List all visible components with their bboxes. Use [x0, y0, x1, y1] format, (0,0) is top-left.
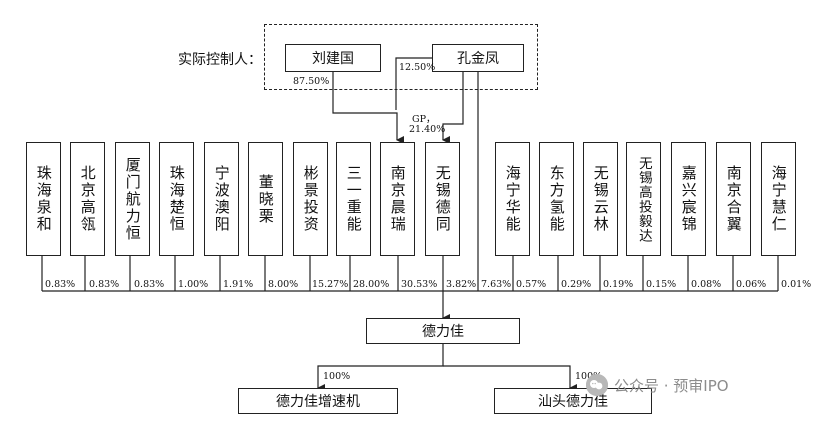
subsidiary-name-1: 德力佳增速机 — [276, 394, 360, 410]
kong-direct-pct: 7.63% — [481, 279, 512, 290]
shareholder-box-10: 无锡德同 — [425, 142, 460, 256]
shareholder-box-15: 嘉兴宸锦 — [671, 142, 706, 256]
shareholder-pct-4: 1.00% — [178, 279, 209, 290]
shareholder-pct-9: 30.53% — [401, 279, 438, 290]
line-kong-to-wuxi — [442, 72, 464, 144]
shareholder-name-13: 无锡云林 — [591, 165, 610, 233]
shareholder-pct-1: 0.83% — [45, 279, 76, 290]
line-liu-to-nanjing — [332, 72, 404, 144]
controller-kong-pct: 12.50% — [399, 62, 436, 73]
line-company-right — [443, 365, 577, 392]
shareholder-name-8: 三一重能 — [344, 165, 363, 233]
shareholder-box-1: 珠海泉和 — [26, 142, 61, 256]
shareholder-pct-15: 0.08% — [691, 279, 722, 290]
shareholder-name-14: 无锡高投毅达 — [635, 155, 652, 243]
shareholder-pct-12: 0.29% — [561, 279, 592, 290]
gp-pct: 21.40% — [409, 124, 446, 135]
shareholder-name-6: 董晓栗 — [256, 173, 275, 225]
subsidiary-box-1: 德力佳增速机 — [238, 388, 398, 414]
shareholder-name-3: 厦门航力恒 — [123, 156, 142, 242]
shareholder-name-16: 南京合翼 — [724, 165, 743, 233]
shareholder-box-4: 珠海楚恒 — [159, 142, 194, 256]
shareholder-box-16: 南京合翼 — [716, 142, 751, 256]
shareholder-name-7: 彬景投资 — [301, 165, 320, 233]
shareholder-drops — [41, 256, 779, 291]
shareholder-name-17: 海宁慧仁 — [769, 165, 788, 233]
shareholder-pct-2: 0.83% — [89, 279, 120, 290]
shareholder-box-7: 彬景投资 — [293, 142, 328, 256]
watermark-text: 公众号 · 预审IPO — [614, 376, 729, 395]
line-kong-to-nanjing — [395, 57, 432, 110]
shareholder-box-6: 董晓栗 — [248, 142, 283, 256]
controller-dashed-box — [264, 24, 538, 90]
watermark: 公众号 · 预审IPO — [586, 374, 729, 396]
shareholder-pct-10: 3.82% — [446, 279, 477, 290]
shareholder-name-15: 嘉兴宸锦 — [679, 165, 698, 233]
shareholder-pct-13: 0.19% — [603, 279, 634, 290]
controller-kong-box: 孔金凤 — [432, 44, 524, 72]
shareholder-box-2: 北京高瓴 — [70, 142, 105, 256]
line-company-split — [317, 344, 444, 392]
wechat-icon — [586, 374, 608, 396]
shareholder-pct-11: 0.57% — [516, 279, 547, 290]
gp-label: GP， — [412, 114, 436, 125]
shareholder-name-9: 南京晨瑞 — [388, 165, 407, 233]
shareholder-name-5: 宁波澳阳 — [212, 165, 231, 233]
controller-label: 实际控制人： — [178, 52, 262, 68]
company-box: 德力佳 — [366, 318, 520, 344]
shareholder-box-3: 厦门航力恒 — [115, 142, 150, 256]
shareholder-pct-16: 0.06% — [736, 279, 767, 290]
shareholder-box-9: 南京晨瑞 — [380, 142, 415, 256]
shareholder-name-10: 无锡德同 — [433, 165, 452, 233]
shareholder-pct-14: 0.15% — [646, 279, 677, 290]
shareholder-name-1: 珠海泉和 — [34, 165, 53, 233]
subsidiary-name-2: 汕头德力佳 — [538, 394, 608, 410]
shareholder-name-11: 海宁华能 — [503, 165, 522, 233]
shareholder-box-8: 三一重能 — [336, 142, 371, 256]
shareholder-pct-7: 15.27% — [312, 279, 349, 290]
shareholder-name-12: 东方氢能 — [547, 165, 566, 233]
subsidiary-pct-1: 100% — [323, 371, 351, 382]
shareholder-name-4: 珠海楚恒 — [167, 165, 186, 233]
shareholder-name-2: 北京高瓴 — [78, 165, 97, 233]
shareholder-pct-6: 8.00% — [268, 279, 299, 290]
shareholder-box-12: 东方氢能 — [539, 142, 574, 256]
shareholder-box-17: 海宁慧仁 — [761, 142, 796, 256]
shareholder-box-5: 宁波澳阳 — [204, 142, 239, 256]
shareholder-pct-3: 0.83% — [134, 279, 165, 290]
shareholder-box-14: 无锡高投毅达 — [626, 142, 661, 256]
shareholder-box-11: 海宁华能 — [495, 142, 530, 256]
shareholder-box-13: 无锡云林 — [583, 142, 618, 256]
shareholder-pct-17: 0.01% — [781, 279, 812, 290]
controller-liu-pct: 87.50% — [293, 76, 330, 87]
subsidiary-box-2: 汕头德力佳 — [494, 388, 652, 414]
controller-kong-name: 孔金凤 — [457, 51, 499, 67]
shareholder-pct-8: 28.00% — [353, 279, 390, 290]
company-name: 德力佳 — [422, 324, 464, 340]
controller-liu-name: 刘建国 — [312, 51, 354, 67]
controller-liu-box: 刘建国 — [285, 44, 381, 72]
shareholder-pct-5: 1.91% — [223, 279, 254, 290]
